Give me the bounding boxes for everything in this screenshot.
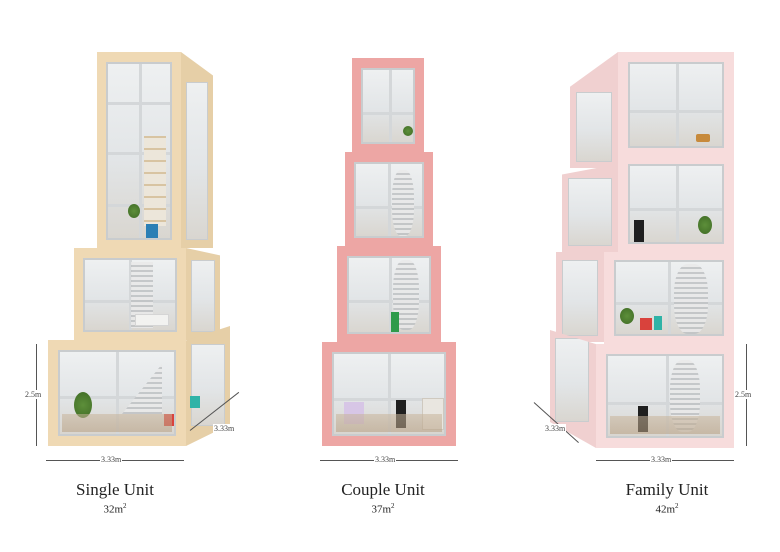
height-dimension-label: 2.5m: [24, 390, 43, 399]
single-unit-area: 32m2: [103, 502, 127, 516]
family-level-2: [604, 252, 734, 344]
family-level-1: [596, 344, 734, 448]
bookshelf: [144, 136, 166, 226]
depth-dimension-label: 3.33m: [544, 424, 567, 433]
laundry-basket: [696, 134, 710, 142]
single-top-side: [181, 52, 213, 248]
family-level-4-side: [570, 52, 618, 168]
family-level-3-side: [562, 164, 618, 252]
depth-dimension-label: 3.33m: [213, 424, 236, 433]
bed: [135, 314, 169, 326]
couple-level-4: [352, 58, 424, 152]
blue-chair: [146, 224, 158, 238]
single-middle-module: [74, 248, 186, 340]
couple-level-3: [345, 152, 433, 246]
single-top-module: [97, 52, 181, 248]
width-dimension-label: 3.33m: [374, 455, 397, 464]
width-dimension-label: 3.33m: [100, 455, 123, 464]
plant-icon: [128, 204, 140, 218]
single-middle-side: [186, 248, 220, 340]
family-level-3: [618, 156, 734, 252]
single-unit-title: Single Unit: [76, 480, 154, 499]
plant-icon: [74, 392, 92, 418]
spiral-stair: [131, 262, 153, 328]
dining-chair: [396, 400, 406, 428]
couple-level-2: [337, 246, 441, 342]
couple-level-1: [322, 342, 456, 446]
dining-chair: [634, 220, 644, 242]
family-level-4: [618, 52, 734, 156]
family-unit-area: 42m2: [655, 502, 679, 516]
teal-stool: [190, 396, 200, 408]
family-level-2-side: [556, 252, 604, 342]
single-bottom-module: [48, 340, 186, 446]
teal-stool: [654, 316, 662, 330]
plant-icon: [620, 308, 634, 324]
plant-icon: [698, 216, 712, 234]
couple-unit-title: Couple Unit: [341, 480, 425, 499]
width-dimension-label: 3.33m: [650, 455, 673, 464]
family-unit-title: Family Unit: [625, 480, 709, 499]
single-bottom-side: [186, 326, 230, 446]
plant-icon: [403, 126, 413, 136]
height-dimension-label: 2.5m: [734, 390, 753, 399]
couple-unit-area: 37m2: [371, 502, 395, 516]
spiral-stair: [392, 170, 414, 236]
red-stool: [640, 318, 652, 330]
straight-stair: [122, 364, 162, 414]
green-stool: [391, 312, 399, 332]
spiral-stair: [674, 264, 708, 334]
